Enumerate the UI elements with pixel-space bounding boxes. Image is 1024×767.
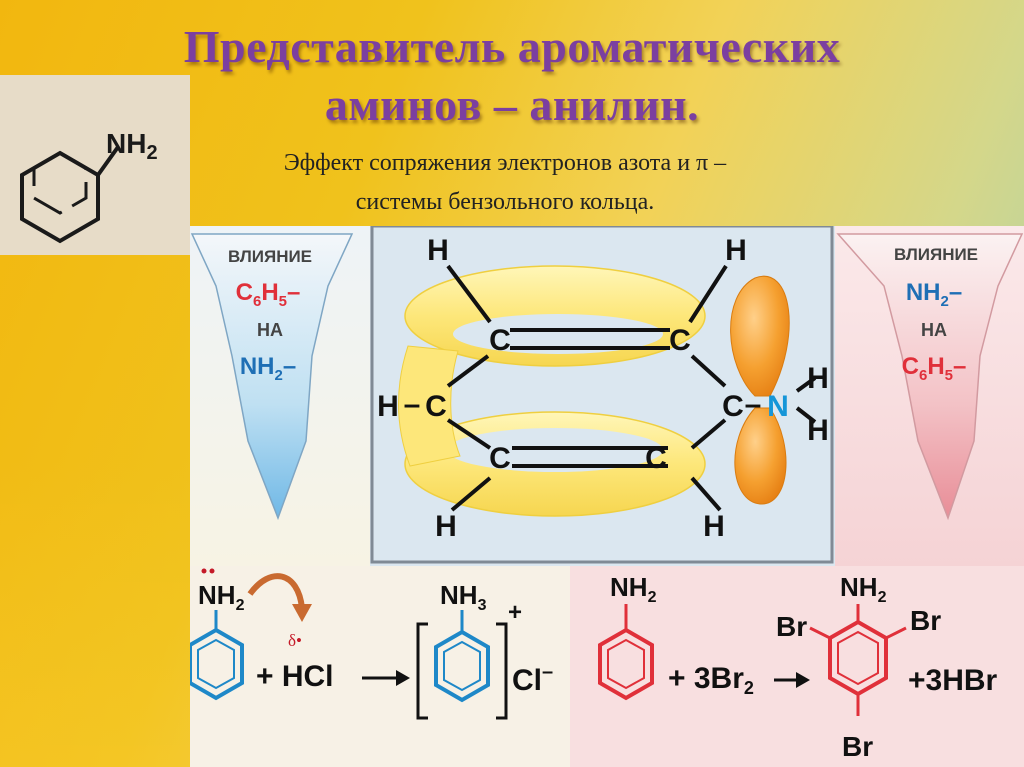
subtitle-line1: Эффект сопряжения электронов азота и π –: [283, 150, 727, 176]
atom-c6: C: [645, 442, 667, 475]
benzene-ring-inner: [32, 151, 88, 215]
left-arrow-label-4: NH2–: [240, 353, 296, 384]
atom-c4: C: [722, 390, 744, 423]
bottom-right-panel-bg: [570, 566, 1024, 767]
atom-h-bottom-left: H: [435, 510, 457, 543]
bond-c-n: –: [745, 388, 762, 421]
atom-h-top-left: H: [427, 234, 449, 267]
bond-h-c-left: –: [404, 388, 421, 421]
slide-title-line1: Представитель ароматических: [183, 21, 841, 72]
r2-product-nh2: NH2: [840, 572, 887, 606]
formula-nh-text: NH2: [106, 128, 158, 164]
pi-electron-cloud-upper: [404, 265, 706, 367]
atom-c3: C: [425, 390, 447, 423]
pi-cloud-left-band: [398, 345, 461, 467]
left-arrow-label-3: НА: [257, 320, 283, 340]
conjugation-diagram: ВЛИЯНИЕ C6H5– НА NH2– ВЛИЯНИЕ NH2– НА C6…: [190, 226, 1024, 767]
r2-nh2-label: NH2: [610, 572, 657, 606]
left-influence-arrow: [190, 233, 354, 521]
r2-byproduct: +3HBr: [908, 664, 998, 697]
r2-br-left: Br: [776, 611, 807, 642]
right-arrow-label-2: NH2–: [906, 279, 962, 310]
r1-delta: δ•: [288, 631, 302, 650]
r1-nh2-label: NH2: [198, 580, 245, 614]
atom-h-bottom-right: H: [703, 510, 725, 543]
right-arrow-label-1: ВЛИЯНИЕ: [894, 245, 978, 264]
atom-n: N: [767, 390, 789, 423]
nitrogen-p-orbital-lower: [734, 407, 787, 505]
aniline-formula: NH2: [20, 128, 158, 244]
reaction-hcl: NH2 δ• + HCl NH3 + Cl–: [190, 568, 553, 720]
r1-nh3-label: NH3: [440, 580, 487, 614]
aniline-formula-panel: NH2: [0, 75, 190, 255]
r2-reagent: + 3Br2: [668, 662, 754, 698]
atom-h-left: H: [377, 390, 399, 423]
r1-reagent: + HCl: [256, 660, 334, 693]
r1-plus-charge: +: [508, 599, 522, 626]
center-panel-frame: [370, 226, 834, 564]
r2-br-bottom: Br: [842, 731, 873, 762]
r1-chloride: Cl–: [512, 661, 553, 697]
r1-benzene-ring: [190, 627, 244, 701]
left-arrow-label-1: ВЛИЯНИЕ: [228, 247, 312, 266]
r1-product-ring: [434, 629, 490, 703]
right-arrow-label-3: НА: [921, 320, 947, 340]
r2-br-right: Br: [910, 605, 941, 636]
r1-curved-arrow: [247, 573, 305, 609]
r1-bracket-right: [496, 622, 508, 720]
c-n-bond: [96, 145, 120, 177]
molecule-bonds: [446, 264, 817, 512]
r2-benzene-ring: [598, 627, 654, 701]
nitrogen-p-orbital-upper: [730, 275, 790, 397]
reaction-bromination: NH2 + 3Br2 NH2 Br Br Br +3HBr: [598, 572, 998, 762]
atom-c5: C: [489, 442, 511, 475]
slide-title-line2: аминов – анилин.: [324, 79, 700, 130]
r1-bracket-left: [416, 622, 428, 720]
atom-c1: C: [489, 324, 511, 357]
atom-h-top-right: H: [725, 234, 747, 267]
subtitle-line2: системы бензольного кольца.: [355, 189, 655, 215]
right-influence-arrow: [836, 233, 1024, 521]
atom-h-n-lower: H: [807, 414, 829, 447]
left-arrow-label-2: C6H5–: [236, 279, 301, 310]
right-arrow-label-4: C6H5–: [902, 353, 967, 384]
atom-h-n-upper: H: [807, 362, 829, 395]
atom-c2: C: [669, 324, 691, 357]
